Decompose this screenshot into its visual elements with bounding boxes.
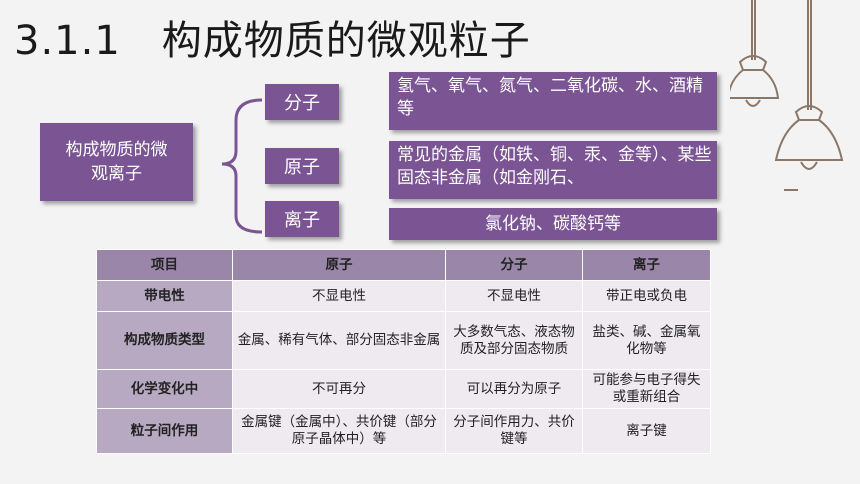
- table-cell: 金属、稀有气体、部分固态非金属: [232, 311, 446, 370]
- table-cell: 离子键: [582, 408, 711, 454]
- category-box-atom: 原子: [265, 148, 339, 184]
- description-ion: 氯化钠、碳酸钙等: [485, 213, 621, 234]
- category-label-ion: 离子: [284, 210, 320, 231]
- table-cell: 分子间作用力、共价键等: [445, 408, 583, 454]
- bracket-connector: [221, 98, 263, 234]
- description-box-ion: 氯化钠、碳酸钙等: [389, 208, 717, 240]
- category-label-atom: 原子: [284, 157, 320, 178]
- table-row: 构成物质类型 金属、稀有气体、部分固态非金属 大多数气态、液态物质及部分固态物质…: [96, 311, 711, 370]
- main-concept-label: 构成物质的微观离子: [65, 140, 168, 184]
- description-box-molecule: 氢气、氧气、氮气、二氧化碳、水、酒精等: [389, 72, 717, 130]
- description-atom: 常见的金属（如铁、铜、汞、金等）、某些固态非金属（如金刚石、: [397, 145, 712, 188]
- table-row: 化学变化中 不可再分 可以再分为原子 可能参与电子得失或重新组合: [96, 369, 711, 409]
- table-cell: 盐类、碱、金属氧化物等: [582, 311, 711, 370]
- category-box-molecule: 分子: [265, 84, 339, 120]
- table-cell: 不显电性: [445, 280, 583, 312]
- description-molecule: 氢气、氧气、氮气、二氧化碳、水、酒精等: [397, 76, 703, 119]
- row-label: 化学变化中: [96, 369, 233, 409]
- hanging-lamp-icon: [730, 0, 844, 191]
- table-cell: 不显电性: [232, 280, 446, 312]
- table-row: 带电性 不显电性 不显电性 带正电或负电: [96, 280, 711, 312]
- table-cell: 大多数气态、液态物质及部分固态物质: [445, 311, 583, 370]
- table-header-row: 项目 原子 分子 离子: [96, 249, 711, 281]
- row-label: 构成物质类型: [96, 311, 233, 370]
- category-box-ion: 离子: [265, 201, 339, 237]
- table-cell: 可以再分为原子: [445, 369, 583, 409]
- comparison-table: 项目 原子 分子 离子 带电性 不显电性 不显电性 带正电或负电 构成物质类型 …: [96, 249, 711, 454]
- row-label: 粒子间作用: [96, 408, 233, 454]
- table-row: 粒子间作用 金属键（金属中）、共价键（部分原子晶体中）等 分子间作用力、共价键等…: [96, 408, 711, 454]
- header-ion: 离子: [582, 249, 711, 281]
- header-item: 项目: [96, 249, 233, 281]
- table-cell: 不可再分: [232, 369, 446, 409]
- row-label: 带电性: [96, 280, 233, 312]
- table-cell: 带正电或负电: [582, 280, 711, 312]
- page-title: 3.1.1 构成物质的微观粒子: [14, 18, 531, 64]
- header-molecule: 分子: [445, 249, 583, 281]
- table-cell: 金属键（金属中）、共价键（部分原子晶体中）等: [232, 408, 446, 454]
- main-concept-box: 构成物质的微观离子: [40, 123, 193, 201]
- header-atom: 原子: [232, 249, 446, 281]
- category-label-molecule: 分子: [284, 93, 320, 114]
- table-cell: 可能参与电子得失或重新组合: [582, 369, 711, 409]
- description-box-atom: 常见的金属（如铁、铜、汞、金等）、某些固态非金属（如金刚石、: [389, 141, 717, 199]
